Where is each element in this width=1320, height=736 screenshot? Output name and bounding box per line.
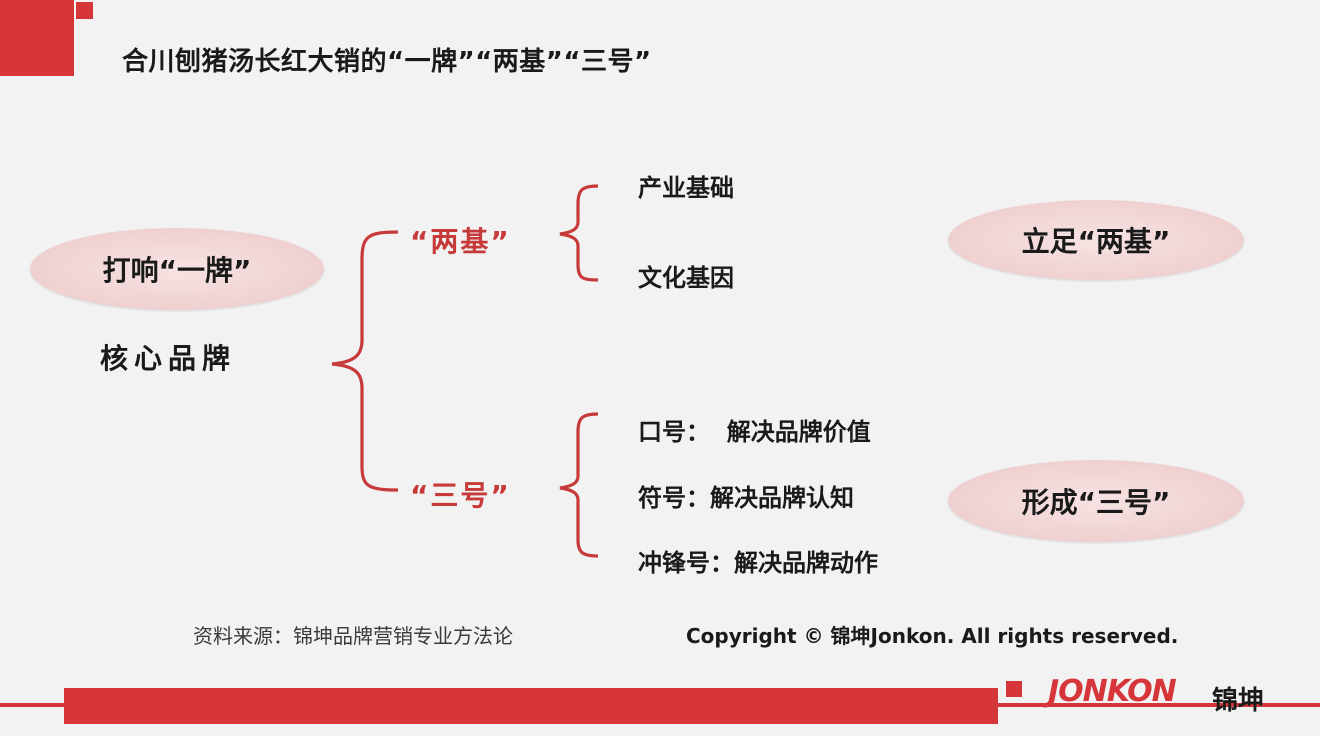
- corner-accent-bar: [0, 0, 74, 76]
- core-brand-label: 核心品牌: [100, 342, 237, 375]
- leaf-slogan: 口号： 解决品牌价值: [638, 418, 871, 446]
- leaf-symbol: 符号：解决品牌认知: [638, 484, 854, 512]
- right-pill-bottom: 形成“三号”: [948, 460, 1244, 542]
- lower-bracket: [559, 412, 599, 558]
- copyright-note: Copyright © 锦坤Jonkon. All rights reserve…: [686, 624, 1179, 648]
- right-pill-top: 立足“两基”: [948, 200, 1244, 280]
- slide-title: 合川刨猪汤长红大销的“一牌”“两基”“三号”: [122, 47, 652, 77]
- logo-square: [1006, 681, 1022, 697]
- leaf-culture-gene: 文化基因: [638, 264, 734, 292]
- leaf-industry-base: 产业基础: [638, 174, 734, 202]
- branch-three-signals: “三号”: [410, 479, 511, 512]
- right-pill-top-label: 立足“两基”: [1021, 225, 1171, 258]
- footer-bar: [64, 688, 998, 724]
- left-pill-label: 打响“一牌”: [102, 254, 252, 287]
- right-pill-bottom-label: 形成“三号”: [1021, 486, 1171, 519]
- leaf-bugle-call: 冲锋号：解决品牌动作: [638, 549, 878, 577]
- corner-accent-square: [76, 2, 93, 19]
- branch-two-bases: “两基”: [410, 225, 511, 258]
- brand-logo: JONKON: [1048, 674, 1177, 709]
- upper-bracket: [559, 184, 599, 282]
- source-note: 资料来源：锦坤品牌营销专业方法论: [193, 624, 513, 648]
- brand-logo-cn: 锦坤: [1212, 686, 1265, 716]
- main-bracket: [331, 230, 399, 492]
- left-pill: 打响“一牌”: [30, 228, 324, 310]
